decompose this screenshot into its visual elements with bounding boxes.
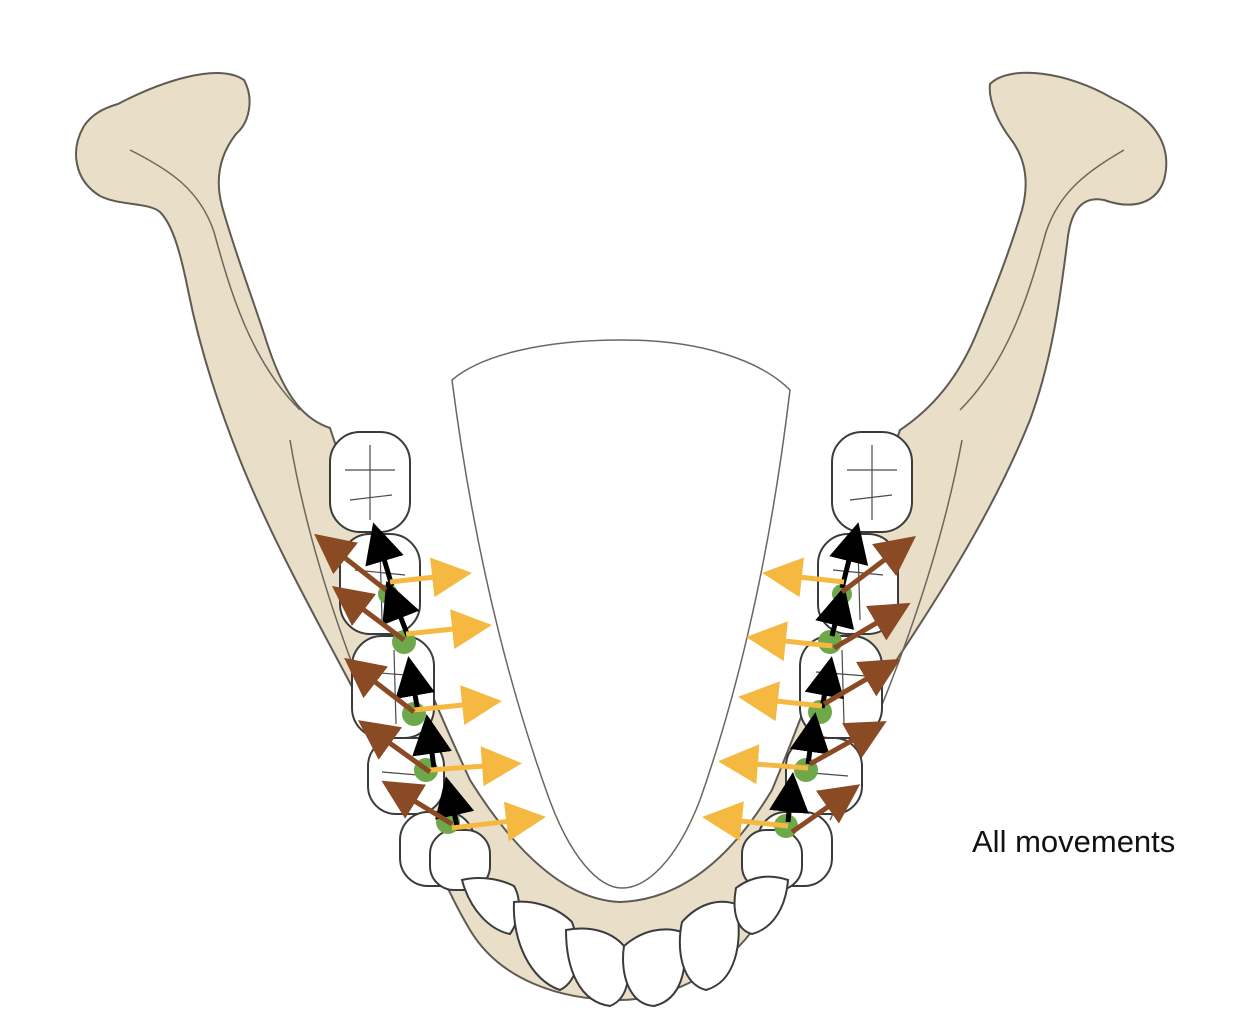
front-tooth-5 [680, 902, 739, 990]
front-tooth-4 [623, 929, 685, 1006]
front-tooth-6 [735, 877, 788, 934]
caption-label: All movements [972, 824, 1175, 860]
left-teeth [330, 432, 490, 890]
left-yellow-arrow [406, 626, 482, 634]
right-contact-point [818, 630, 842, 654]
inner-arch [452, 340, 790, 888]
